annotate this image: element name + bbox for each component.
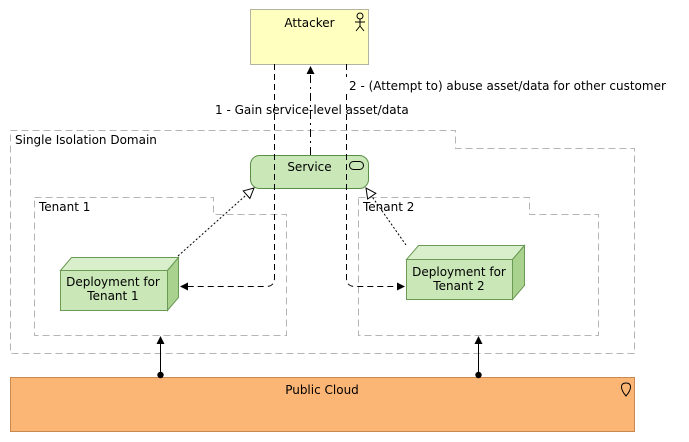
deployment-tenant-2-label-line1: Deployment for bbox=[412, 265, 506, 279]
deployment-tenant-2-label-line2: Tenant 2 bbox=[432, 279, 484, 293]
deployment-tenant-1-label-line1: Deployment for bbox=[66, 275, 160, 289]
abuse-label-bg bbox=[345, 77, 670, 93]
isolation-domain-label: Single Isolation Domain bbox=[15, 133, 157, 147]
tenant-1-label: Tenant 1 bbox=[38, 200, 90, 214]
service-label: Service bbox=[287, 160, 331, 174]
service-node[interactable]: Service bbox=[250, 155, 369, 189]
service-icon bbox=[349, 161, 364, 170]
attacker-node[interactable]: Attacker bbox=[250, 9, 369, 65]
public-cloud-label: Public Cloud bbox=[285, 383, 359, 397]
actor-icon bbox=[355, 12, 365, 32]
public-cloud-node[interactable]: Public Cloud bbox=[10, 377, 635, 432]
tenant-2-label: Tenant 2 bbox=[362, 200, 414, 214]
deployment-tenant-2-node[interactable]: Deployment for Tenant 2 bbox=[405, 244, 526, 301]
location-pin-icon bbox=[621, 382, 631, 397]
edge-attacker-to-deployment-2[interactable] bbox=[346, 64, 405, 291]
edge-deployment-1-realizes-service[interactable] bbox=[177, 188, 254, 257]
deployment-tenant-1-node[interactable]: Deployment for Tenant 1 bbox=[59, 256, 180, 312]
edge-attacker-to-deployment-1[interactable] bbox=[180, 64, 275, 291]
attacker-label: Attacker bbox=[284, 16, 334, 30]
edge-label-gain: 1 - Gain service-level asset/data bbox=[215, 103, 409, 117]
deployment-tenant-1-label-line2: Tenant 1 bbox=[86, 289, 138, 303]
edge-label-abuse: 2 - (Attempt to) abuse asset/data for ot… bbox=[349, 79, 666, 93]
